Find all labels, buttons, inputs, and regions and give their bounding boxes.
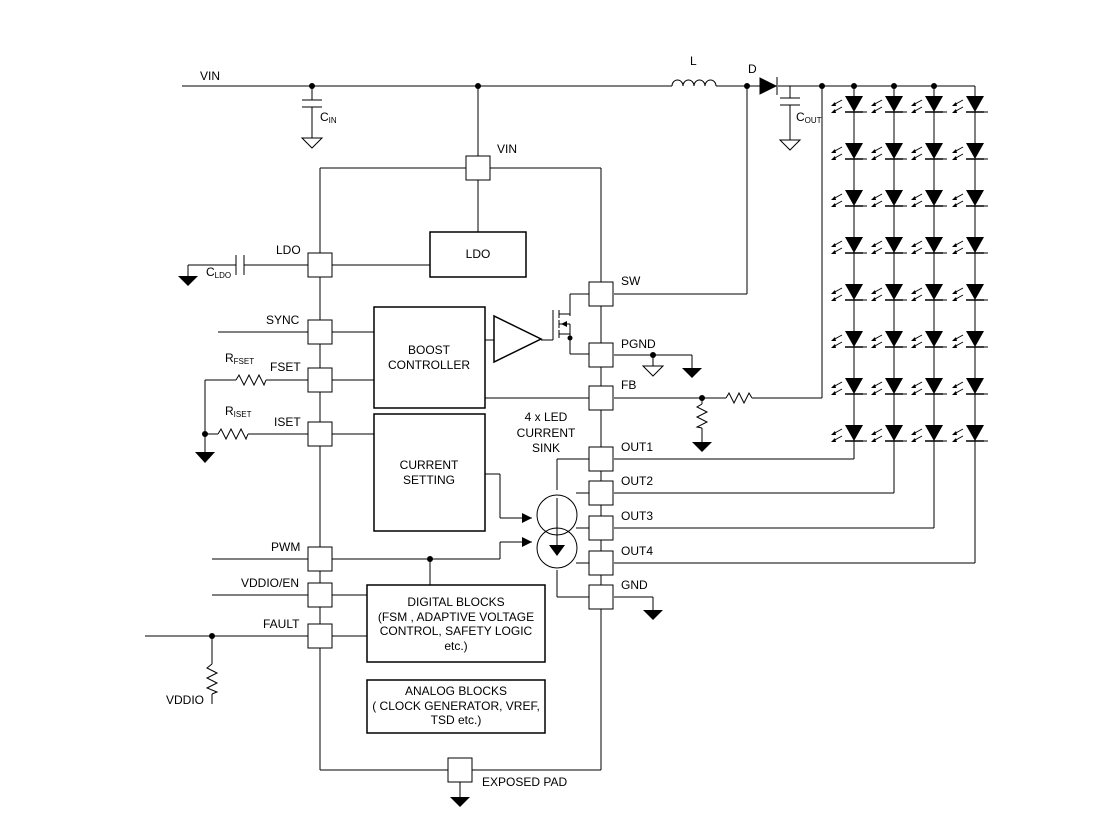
cin-label: CIN xyxy=(320,110,337,125)
inductor-symbol xyxy=(671,79,717,87)
svg-text:CURRENT: CURRENT xyxy=(400,458,459,472)
riset-resistor xyxy=(217,427,249,441)
led-icon xyxy=(871,237,907,254)
inductor-label: L xyxy=(690,54,697,68)
boost-controller-block: BOOST CONTROLLER xyxy=(373,306,486,409)
sync-pin-label: SYNC xyxy=(266,313,300,327)
sw-pin-label: SW xyxy=(621,274,641,288)
out1-pin-label: OUT1 xyxy=(621,440,653,454)
led-icon xyxy=(911,237,947,254)
svg-text:BOOST: BOOST xyxy=(408,343,451,357)
gate-driver xyxy=(493,314,543,364)
junction-dots xyxy=(202,83,937,639)
analog-blocks: ANALOG BLOCKS ( CLOCK GENERATOR, VREF, T… xyxy=(366,679,546,734)
led-icon xyxy=(831,190,867,207)
fb-divider-resistor xyxy=(695,403,709,429)
svg-text:ANALOG BLOCKS: ANALOG BLOCKS xyxy=(405,684,507,698)
vin-input-label: VIN xyxy=(200,69,220,83)
pgnd-pin-label: PGND xyxy=(621,337,656,351)
cldo-capacitor xyxy=(235,255,245,275)
led-icon xyxy=(952,284,988,301)
led-icon xyxy=(952,331,988,348)
sink-label-2: CURRENT xyxy=(517,426,576,440)
led-icon xyxy=(911,331,947,348)
digital-blocks: DIGITAL BLOCKS (FSM , ADAPTIVE VOLTAGE C… xyxy=(366,584,546,663)
led-icon xyxy=(831,96,867,113)
riset-label: RISET xyxy=(225,404,252,419)
svg-text:LDO: LDO xyxy=(466,247,491,261)
out3-pin-label: OUT3 xyxy=(621,509,653,523)
svg-text:SETTING: SETTING xyxy=(403,473,455,487)
diode-symbol xyxy=(759,77,778,95)
led-icon xyxy=(911,284,947,301)
pwm-pin-label: PWM xyxy=(271,540,300,554)
fault-pin-label: FAULT xyxy=(263,617,300,631)
diode-label: D xyxy=(748,62,757,76)
sink-label-3: SINK xyxy=(532,441,560,455)
led-icon xyxy=(952,190,988,207)
led-icon xyxy=(831,378,867,395)
iset-pin-label: ISET xyxy=(274,415,301,429)
ldo-pin-label: LDO xyxy=(276,243,301,257)
svg-text:CONTROLLER: CONTROLLER xyxy=(388,358,470,372)
led-icon xyxy=(952,143,988,160)
out2-pin-label: OUT2 xyxy=(621,474,653,488)
led-icon xyxy=(911,96,947,113)
sink-label-1: 4 x LED xyxy=(525,410,568,424)
vin-pin-label: VIN xyxy=(497,142,517,156)
fset-pin-label: FSET xyxy=(270,360,301,374)
current-setting-block: CURRENT SETTING xyxy=(373,413,486,532)
rfset-resistor xyxy=(235,373,267,387)
led-icon xyxy=(911,425,947,442)
led-matrix xyxy=(831,86,988,442)
svg-text:etc.): etc.) xyxy=(444,639,467,653)
wires xyxy=(145,85,976,797)
led-icon xyxy=(871,331,907,348)
fb-pin-label: FB xyxy=(621,378,636,392)
led-icon xyxy=(952,378,988,395)
ic-pins xyxy=(307,155,614,783)
current-sink xyxy=(522,494,578,569)
svg-text:CONTROL, SAFETY LOGIC: CONTROL, SAFETY LOGIC xyxy=(380,624,533,638)
led-icon xyxy=(911,143,947,160)
fb-series-resistor xyxy=(725,391,753,405)
rfset-label: RFSET xyxy=(225,351,254,366)
fault-pullup-resistor xyxy=(205,663,219,695)
mosfet-symbol xyxy=(552,310,571,340)
svg-text:(FSM , ADAPTIVE VOLTAGE: (FSM , ADAPTIVE VOLTAGE xyxy=(378,610,534,624)
out4-pin-label: OUT4 xyxy=(621,544,653,558)
vddio-label: VDDIO xyxy=(166,693,204,707)
gnd-pin-label: GND xyxy=(621,578,648,592)
led-icon xyxy=(871,190,907,207)
led-icon xyxy=(831,143,867,160)
led-icon xyxy=(911,378,947,395)
led-icon xyxy=(952,237,988,254)
ground-symbols xyxy=(178,137,802,807)
led-icon xyxy=(831,284,867,301)
led-icon xyxy=(871,378,907,395)
svg-text:( CLOCK GENERATOR, VREF,: ( CLOCK GENERATOR, VREF, xyxy=(372,699,540,713)
cin-capacitor xyxy=(302,99,322,108)
cout-label: COUT xyxy=(796,110,822,125)
led-icon xyxy=(952,96,988,113)
led-icon xyxy=(831,425,867,442)
led-icon xyxy=(871,96,907,113)
led-icon xyxy=(911,190,947,207)
led-icon xyxy=(831,237,867,254)
led-icon xyxy=(871,425,907,442)
svg-text:DIGITAL BLOCKS: DIGITAL BLOCKS xyxy=(407,595,504,609)
led-icon xyxy=(871,284,907,301)
ldo-block: LDO xyxy=(429,231,527,278)
labels: VIN L D CIN COUT VIN LDO CLDO SYNC RFSET… xyxy=(166,54,822,789)
cout-capacitor xyxy=(780,97,800,106)
exposed-pad-label: EXPOSED PAD xyxy=(482,775,567,789)
svg-text:TSD etc.): TSD etc.) xyxy=(431,713,482,727)
led-icon xyxy=(952,425,988,442)
led-icon xyxy=(871,143,907,160)
vddio-en-pin-label: VDDIO/EN xyxy=(241,576,299,590)
led-icon xyxy=(831,331,867,348)
cldo-label: CLDO xyxy=(206,265,231,280)
